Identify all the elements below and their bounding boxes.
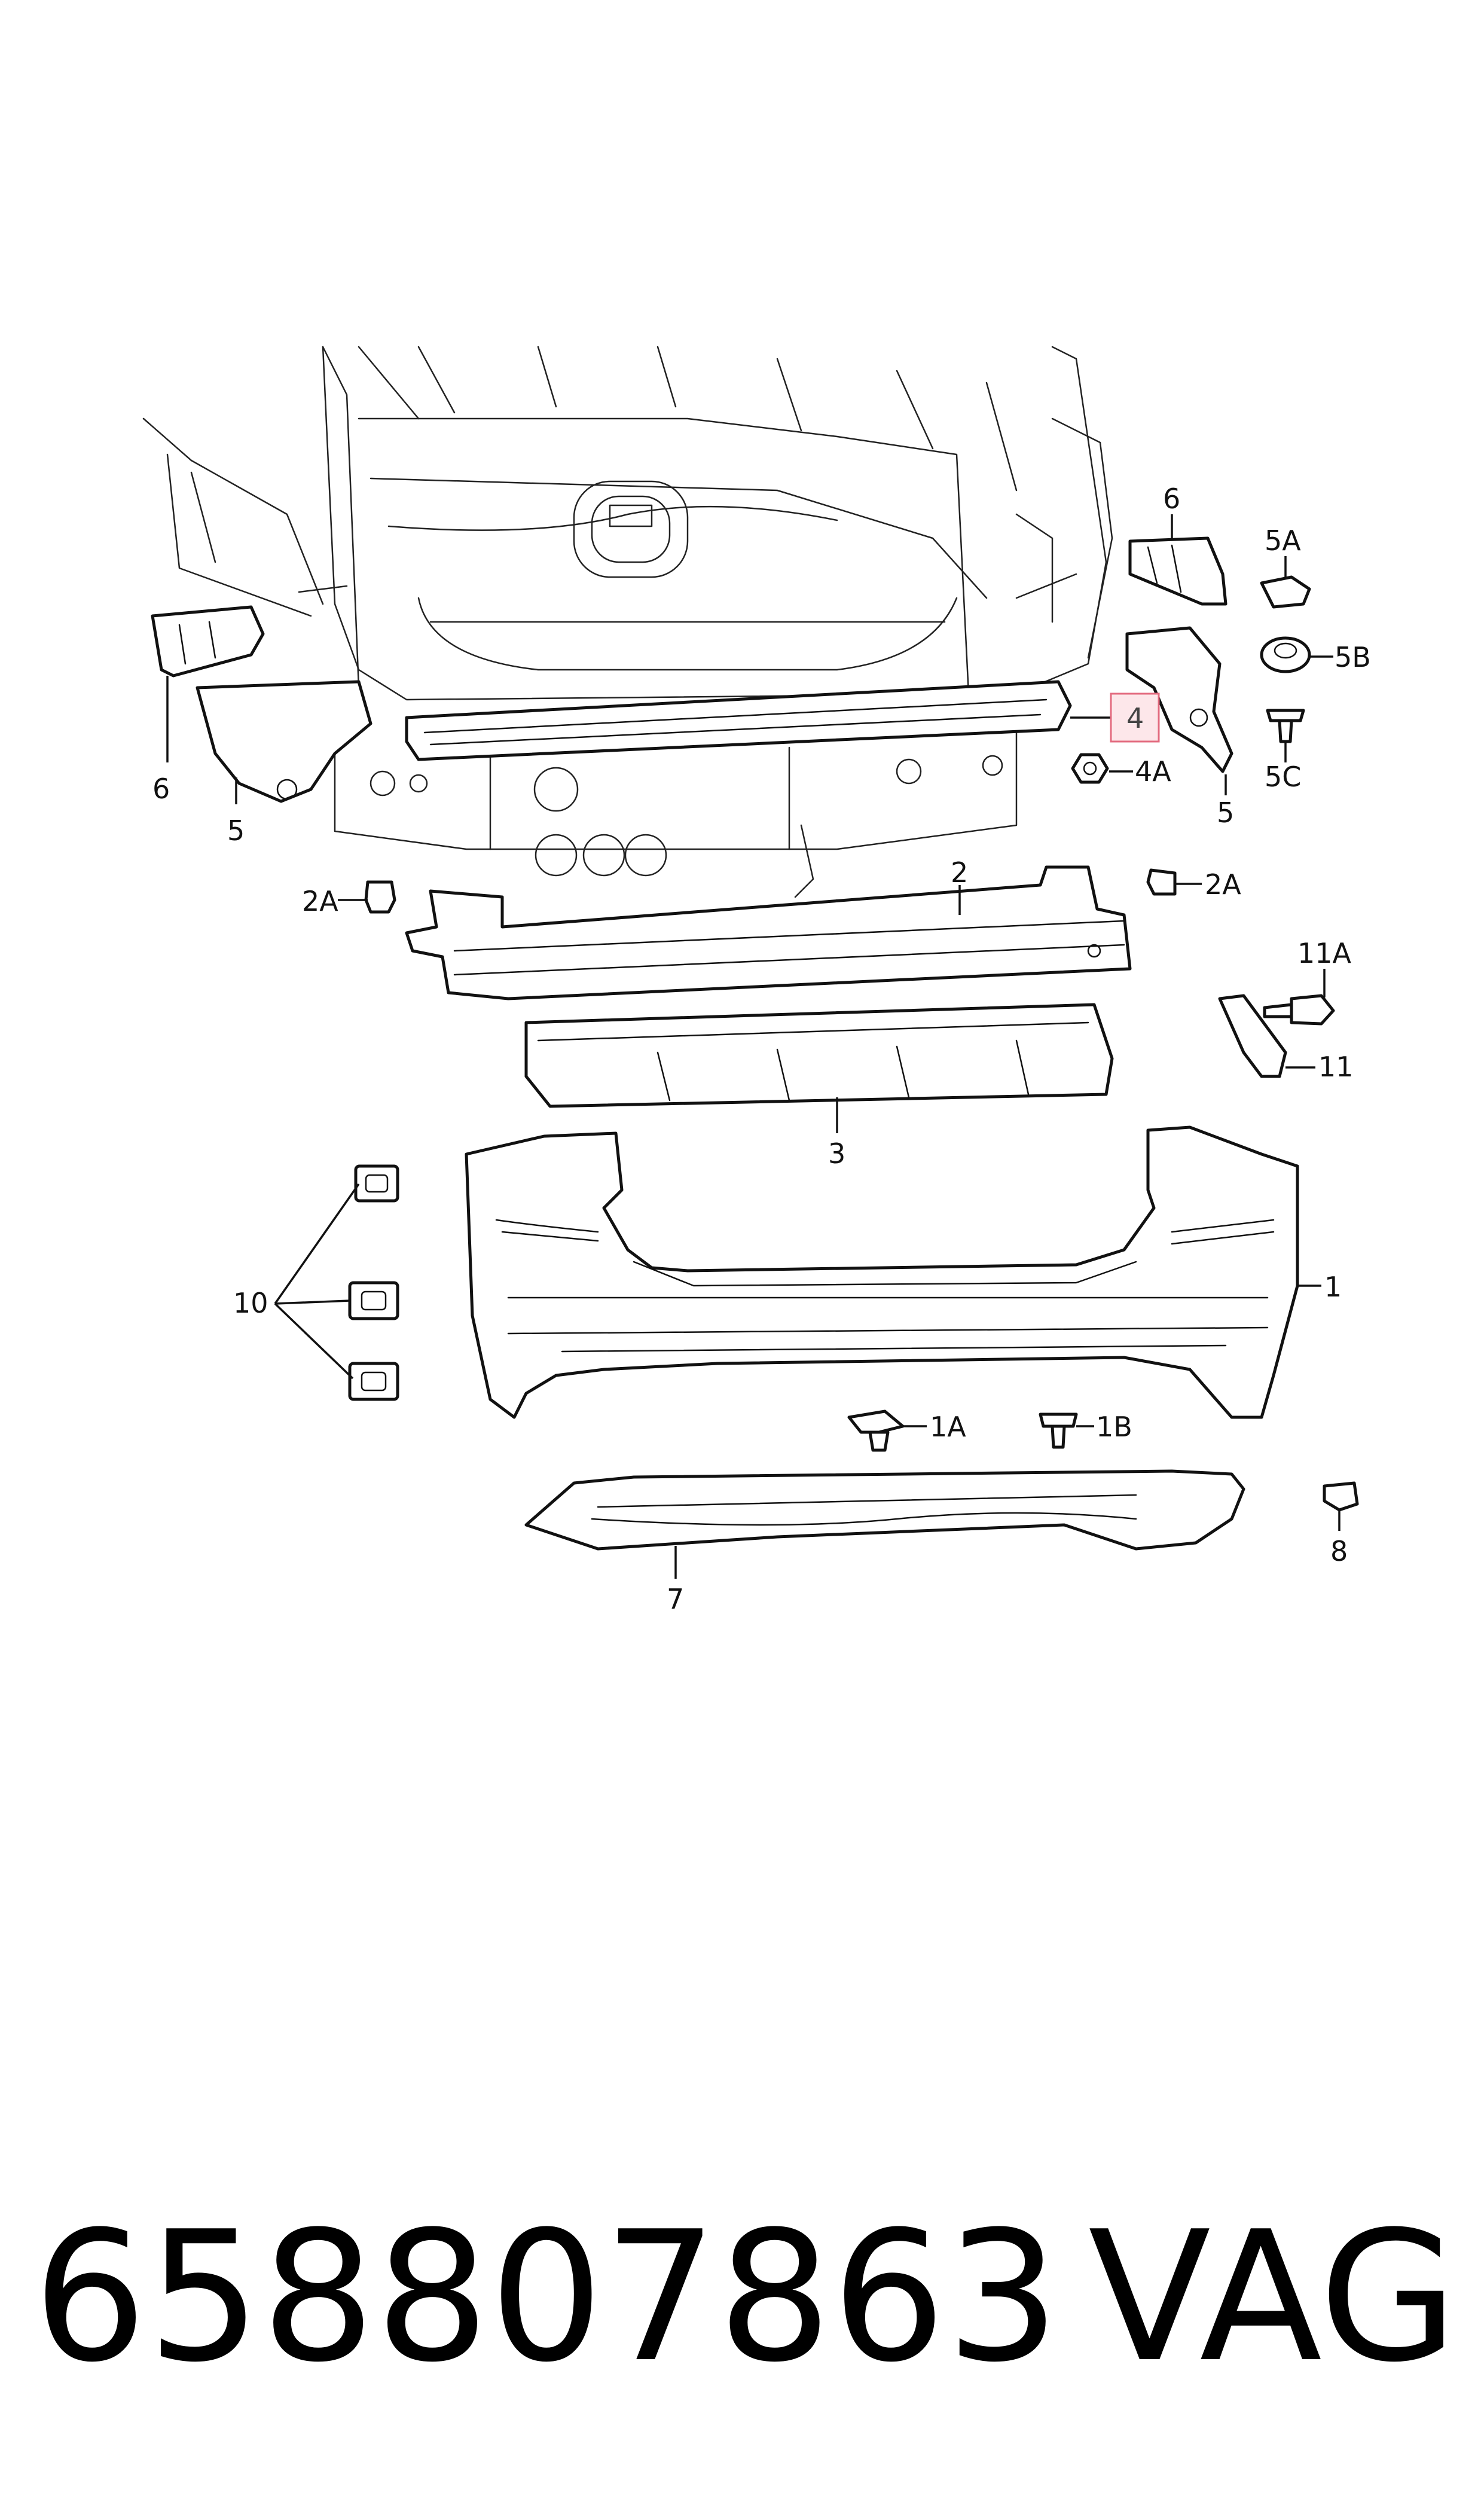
vehicle-rear-body [142,346,1113,898]
part-5-right-bracket [1125,626,1233,773]
callout-4: 4 [1126,702,1144,734]
part-2A-bolt-right [1146,868,1177,896]
footer-brand: VAG [1088,2193,1458,2402]
part-1-bumper-cover [465,1125,1299,1419]
highlight-callout-4 [1110,692,1160,743]
callout-1B: 1B [1096,1411,1132,1443]
part-5B-clip [1260,636,1311,673]
part-11A-bolt [1263,994,1335,1026]
part-10-clips [348,1164,399,1401]
footer-part-number: 658807863 [33,2193,1060,2402]
callout-labels: 6 5A 5B 5C 5 4 4A 6 5 2A 2A 2 11A 11 3 1… [152,483,1371,1615]
callout-7: 7 [667,1583,684,1615]
callout-6-left: 6 [152,773,170,805]
part-7-diffuser-trim [524,1469,1245,1551]
part-1B-screw [1039,1412,1078,1449]
callout-5B: 5B [1335,641,1371,673]
part-2A-bolt-left [364,880,396,914]
leader-lines [166,514,1341,1579]
callout-6-right: 6 [1163,483,1180,515]
callout-1A: 1A [930,1411,966,1443]
part-5A-clip [1260,575,1311,609]
footer: 658807863 VAG [33,2193,1458,2402]
part-6-right-bracket [1128,536,1227,606]
callout-10: 10 [233,1287,268,1319]
callout-5-left: 5 [227,814,245,847]
callout-2: 2 [951,856,968,889]
part-5C-screw [1266,709,1305,743]
callout-4A: 4A [1135,755,1171,788]
part-2-bumper-beam [405,865,1132,1000]
callout-11A: 11A [1297,937,1352,969]
part-11-guide [1218,994,1287,1078]
callout-3: 3 [828,1137,845,1170]
callout-2A-right: 2A [1205,868,1241,901]
part-4A-nut [1071,753,1109,784]
part-4-rear-panel-trim [405,680,1072,761]
callout-5A: 5A [1265,524,1301,557]
callout-5-right: 5 [1217,797,1234,829]
part-6-left-bracket [151,605,265,678]
callout-2A-left: 2A [302,885,338,917]
callout-1: 1 [1324,1271,1342,1303]
part-8-clip [1323,1481,1359,1512]
part-1A-clip [847,1409,905,1452]
part-3-energy-absorber [524,1003,1114,1108]
callout-8: 8 [1330,1535,1348,1567]
callout-11: 11 [1318,1051,1354,1083]
callout-5C: 5C [1265,761,1301,793]
part-5-left-bracket [196,680,372,803]
